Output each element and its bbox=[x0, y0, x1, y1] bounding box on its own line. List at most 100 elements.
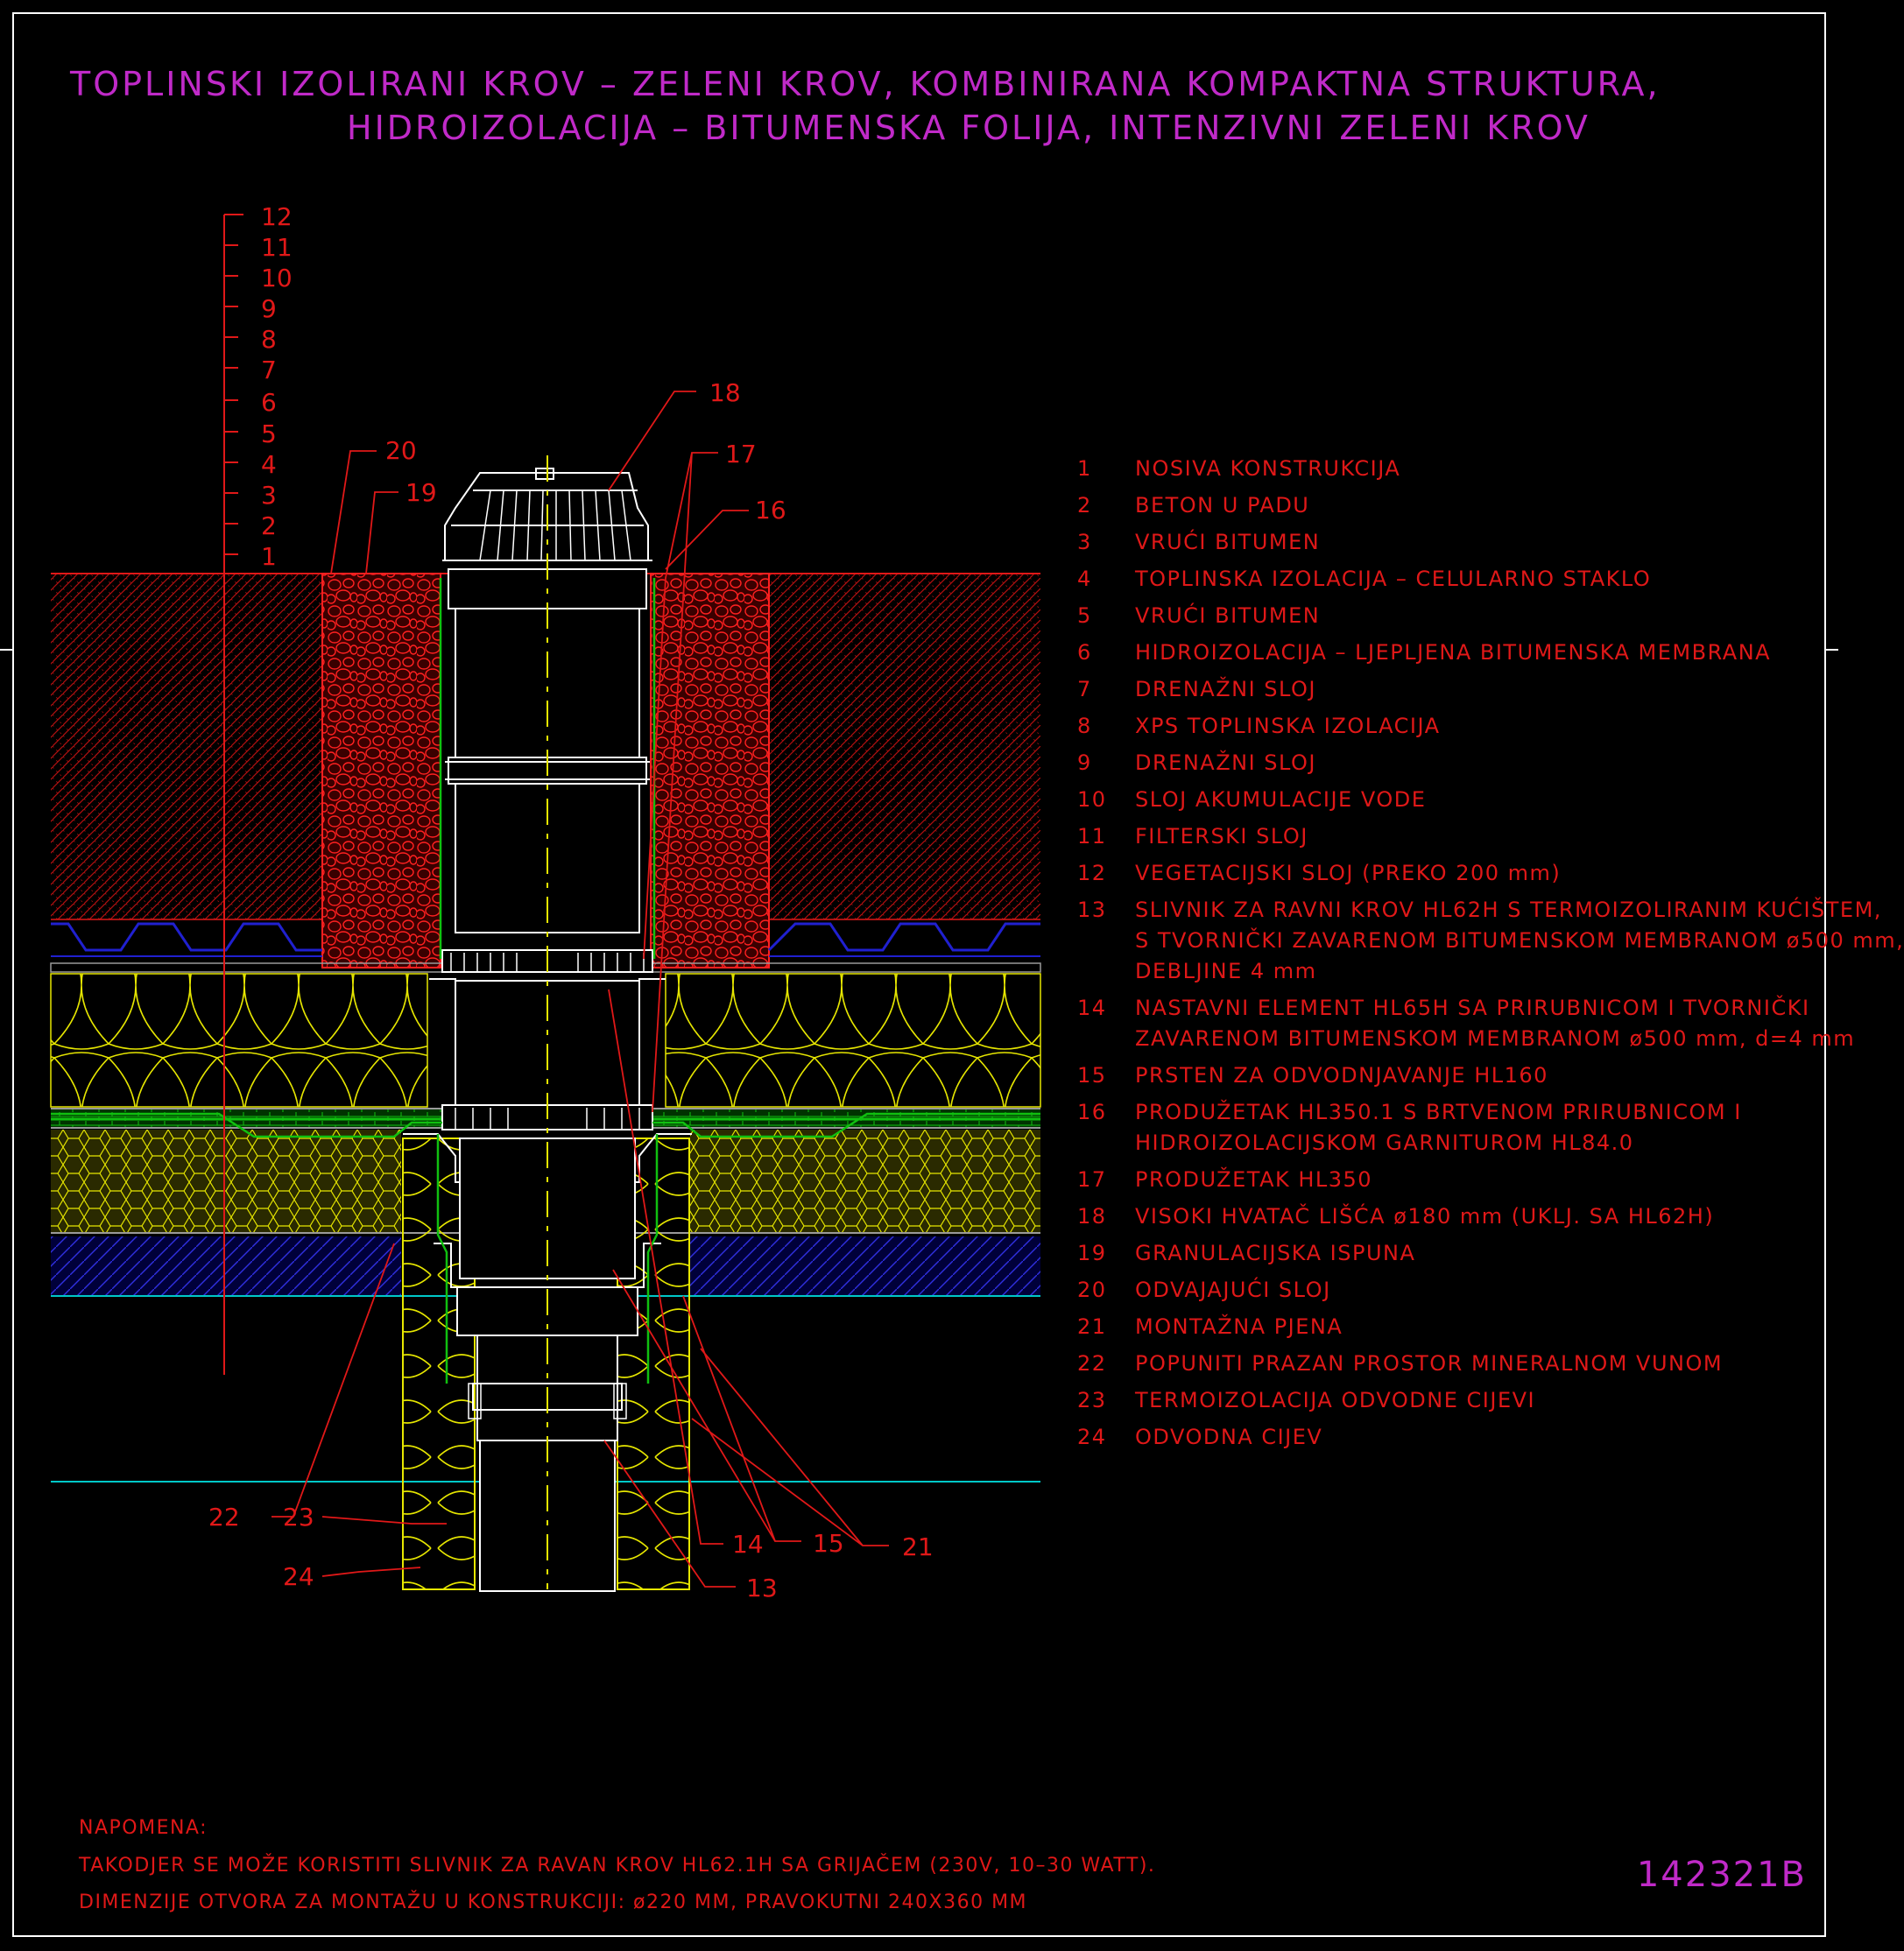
legend-text: POPUNITI PRAZAN PROSTOR MINERALNOM VUNOM bbox=[1135, 1351, 1724, 1376]
callout-22: 22 bbox=[208, 1503, 240, 1532]
legend-text: VRUĆI BITUMEN bbox=[1135, 603, 1321, 628]
legend-num: 20 bbox=[1077, 1278, 1107, 1302]
legend-text: DRENAŽNI SLOJ bbox=[1135, 750, 1317, 775]
legend-text: MONTAŽNA PJENA bbox=[1135, 1314, 1343, 1339]
legend-item-2: 2 BETON U PADU bbox=[1077, 490, 1830, 521]
legend-num: 15 bbox=[1077, 1063, 1107, 1088]
legend-text: TERMOIZOLACIJA ODVODNE CIJEVI bbox=[1135, 1388, 1536, 1412]
callout-23: 23 bbox=[283, 1503, 314, 1532]
legend-text: XPS TOPLINSKA IZOLACIJA bbox=[1135, 714, 1441, 738]
scale-label-12: 12 bbox=[261, 202, 293, 231]
legend-item-21: 21 MONTAŽNA PJENA bbox=[1077, 1312, 1830, 1342]
legend-text: NASTAVNI ELEMENT HL65H SA PRIRUBNICOM I … bbox=[1135, 996, 1856, 1051]
cellular-glass-insulation bbox=[51, 1130, 1040, 1234]
legend-num: 21 bbox=[1077, 1314, 1107, 1339]
vegetation-layer bbox=[51, 573, 1040, 920]
legend-num: 4 bbox=[1077, 567, 1092, 591]
legend-item-1: 1 NOSIVA KONSTRUKCIJA bbox=[1077, 454, 1830, 484]
note-heading: NAPOMENA: bbox=[79, 1817, 208, 1839]
scale-label-5: 5 bbox=[261, 419, 277, 448]
legend-item-4: 4 TOPLINSKA IZOLACIJA – CELULARNO STAKLO bbox=[1077, 564, 1830, 595]
legend-item-5: 5 VRUĆI BITUMEN bbox=[1077, 601, 1830, 631]
legend-item-15: 15 PRSTEN ZA ODVODNJAVANJE HL160 bbox=[1077, 1060, 1830, 1091]
legend-num: 6 bbox=[1077, 640, 1092, 665]
legend-text: VRUĆI BITUMEN bbox=[1135, 530, 1321, 554]
legend-num: 12 bbox=[1077, 861, 1107, 885]
scale-label-9: 9 bbox=[261, 294, 277, 323]
callout-18: 18 bbox=[709, 378, 741, 407]
legend-text: SLOJ AKUMULACIJE VODE bbox=[1135, 787, 1427, 812]
roof-drain-section-drawing: 1 2 3 4 5 6 7 8 9 10 11 12 bbox=[0, 202, 1838, 1602]
legend-num: 17 bbox=[1077, 1167, 1107, 1192]
legend-item-12: 12 VEGETACIJSKI SLOJ (PREKO 200 mm) bbox=[1077, 858, 1830, 889]
scale-label-2: 2 bbox=[261, 511, 277, 540]
legend-text: VEGETACIJSKI SLOJ (PREKO 200 mm) bbox=[1135, 861, 1562, 885]
legend-item-16: 16 PRODUŽETAK HL350.1 S BRTVENOM PRIRUBNI… bbox=[1077, 1097, 1830, 1159]
legend-text: PRODUŽETAK HL350 bbox=[1135, 1167, 1373, 1192]
xps-insulation bbox=[50, 973, 1041, 1108]
legend-num: 5 bbox=[1077, 603, 1092, 628]
callout-13: 13 bbox=[746, 1574, 778, 1602]
scale-label-1: 1 bbox=[261, 542, 277, 571]
legend-text: FILTERSKI SLOJ bbox=[1135, 824, 1308, 849]
legend-text: TOPLINSKA IZOLACIJA – CELULARNO STAKLO bbox=[1135, 567, 1652, 591]
legend-item-23: 23 TERMOIZOLACIJA ODVODNE CIJEVI bbox=[1077, 1385, 1830, 1416]
legend-text: DRENAŽNI SLOJ bbox=[1135, 677, 1317, 701]
legend-num: 13 bbox=[1077, 898, 1107, 922]
legend-text: ODVAJAJUĆI SLOJ bbox=[1135, 1278, 1331, 1302]
scale-label-7: 7 bbox=[261, 356, 277, 384]
legend-num: 3 bbox=[1077, 530, 1092, 554]
legend-num: 16 bbox=[1077, 1100, 1107, 1124]
legend-num: 24 bbox=[1077, 1425, 1107, 1449]
layer-scale bbox=[223, 214, 243, 1375]
scale-label-10: 10 bbox=[261, 264, 293, 292]
title-line-1: TOPLINSKI IZOLIRANI KROV – ZELENI KROV, … bbox=[70, 65, 1661, 103]
scale-label-4: 4 bbox=[261, 450, 277, 479]
legend-item-13: 13 SLIVNIK ZA RAVNI KROV HL62H S TERMOIZO… bbox=[1077, 895, 1903, 987]
callout-19: 19 bbox=[405, 478, 437, 507]
legend-text: BETON U PADU bbox=[1135, 493, 1310, 518]
legend-item-3: 3 VRUĆI BITUMEN bbox=[1077, 527, 1830, 558]
legend-text: PRSTEN ZA ODVODNJAVANJE HL160 bbox=[1135, 1063, 1548, 1088]
scale-label-8: 8 bbox=[261, 325, 277, 354]
legend-text: ODVODNA CIJEV bbox=[1135, 1425, 1323, 1449]
granular-fill bbox=[321, 573, 770, 968]
legend-num: 10 bbox=[1077, 787, 1107, 812]
concrete-slope bbox=[51, 1236, 1040, 1297]
leader-lines bbox=[271, 391, 889, 1588]
legend-item-9: 9 DRENAŽNI SLOJ bbox=[1077, 748, 1830, 778]
legend-text: NOSIVA KONSTRUKCIJA bbox=[1135, 456, 1401, 481]
legend-num: 2 bbox=[1077, 493, 1092, 518]
legend-item-22: 22 POPUNITI PRAZAN PROSTOR MINERALNOM VUN… bbox=[1077, 1349, 1830, 1379]
legend-text: HIDROIZOLACIJA – LJEPLJENA BITUMENSKA ME… bbox=[1135, 640, 1772, 665]
legend-num: 22 bbox=[1077, 1351, 1107, 1376]
scale-label-6: 6 bbox=[261, 388, 277, 417]
scale-label-3: 3 bbox=[261, 481, 277, 510]
note-line-2: DIMENZIJE OTVORA ZA MONTAŽU U KONSTRUKCI… bbox=[79, 1891, 1028, 1913]
legend-num: 7 bbox=[1077, 677, 1092, 701]
legend-num: 9 bbox=[1077, 750, 1092, 775]
callout-15: 15 bbox=[813, 1529, 844, 1558]
legend-num: 19 bbox=[1077, 1241, 1107, 1265]
legend-text: SLIVNIK ZA RAVNI KROV HL62H S TERMOIZOLI… bbox=[1135, 898, 1904, 983]
legend-num: 23 bbox=[1077, 1388, 1107, 1412]
legend-num: 8 bbox=[1077, 714, 1092, 738]
legend-item-17: 17 PRODUŽETAK HL350 bbox=[1077, 1165, 1830, 1195]
scale-label-11: 11 bbox=[261, 233, 293, 262]
layer-scale-labels: 1 2 3 4 5 6 7 8 9 10 11 12 bbox=[261, 202, 293, 571]
legend-item-10: 10 SLOJ AKUMULACIJE VODE bbox=[1077, 785, 1830, 815]
callout-16: 16 bbox=[755, 496, 786, 525]
legend-text: GRANULACIJSKA ISPUNA bbox=[1135, 1241, 1416, 1265]
drawing-code: 142321B bbox=[1636, 1855, 1807, 1895]
legend-item-7: 7 DRENAŽNI SLOJ bbox=[1077, 674, 1830, 705]
legend-item-20: 20 ODVAJAJUĆI SLOJ bbox=[1077, 1275, 1830, 1306]
legend-text: VISOKI HVATAČ LIŠĆA ø180 mm (UKLJ. SA HL… bbox=[1135, 1204, 1715, 1229]
legend-text: PRODUŽETAK HL350.1 S BRTVENOM PRIRUBNICO… bbox=[1135, 1100, 1742, 1155]
title-line-2: HIDROIZOLACIJA – BITUMENSKA FOLIJA, INTE… bbox=[347, 109, 1590, 147]
legend-num: 1 bbox=[1077, 456, 1092, 481]
callout-labels: 18 17 16 20 19 22 23 24 14 15 21 13 bbox=[208, 378, 934, 1602]
